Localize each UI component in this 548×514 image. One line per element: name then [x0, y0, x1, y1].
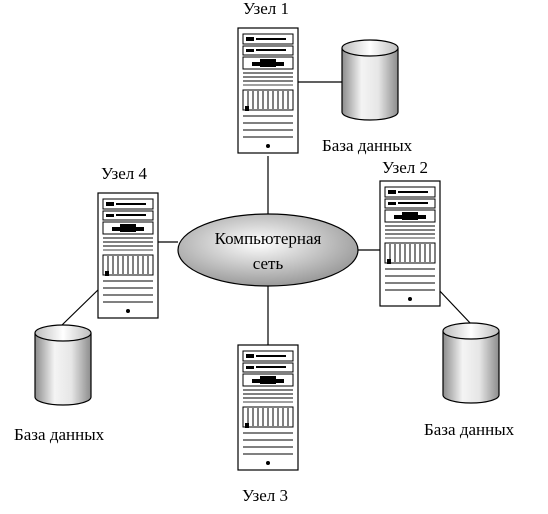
db-node-4-label: База данных: [14, 425, 105, 444]
node-1-label: Узел 1: [243, 0, 290, 18]
network-label: Компьютерная сеть: [176, 226, 360, 276]
server-node-4-icon: [97, 192, 159, 319]
node-4-label: Узел 4: [101, 164, 148, 183]
database-node-2-icon: [442, 322, 500, 404]
server-node-2-icon: [379, 180, 441, 307]
link-node4-db: [61, 286, 102, 326]
network-label-line1: Компьютерная: [214, 229, 322, 248]
network-cloud: [177, 213, 359, 287]
network-label-line2: сеть: [252, 254, 284, 273]
link-node2-db: [436, 287, 473, 326]
node-3-label: Узел 3: [242, 486, 289, 505]
database-node-1-icon: [341, 39, 399, 121]
database-node-4-icon: [34, 324, 92, 406]
server-node-3-icon: [237, 344, 299, 471]
db-node-1-label: База данных: [322, 136, 413, 155]
db-node-2-label: База данных: [424, 420, 515, 439]
server-node-1-icon: [237, 27, 299, 154]
node-2-label: Узел 2: [382, 158, 429, 177]
